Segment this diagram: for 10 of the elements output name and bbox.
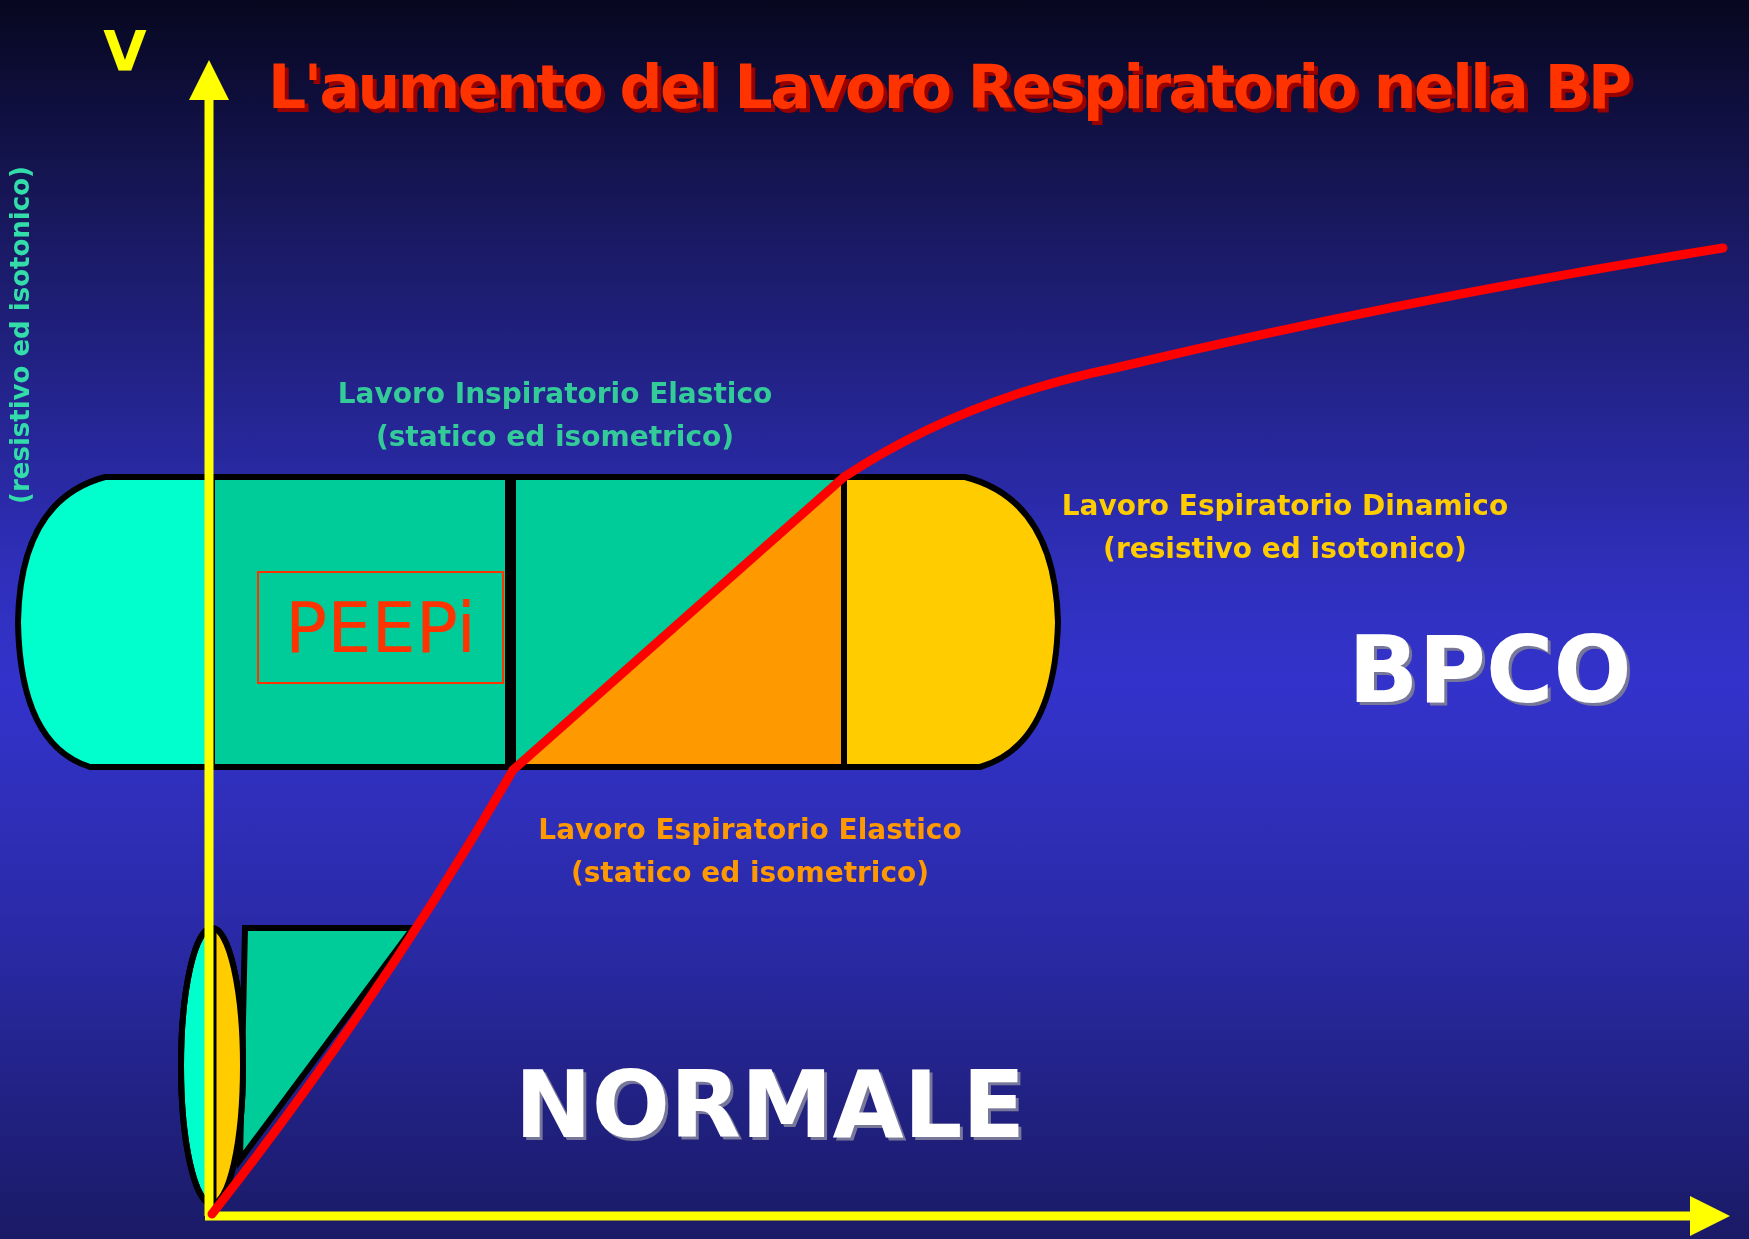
annotation-text: Lavoro Espiratorio Elastico (statico ed isometrico)	[537, 812, 963, 892]
slide-title: L'aumento del Lavoro Respiratorio nella BP	[268, 52, 1630, 122]
annotation-text: Lavoro Inspiratorio Elastico (statico ed isometrico)	[336, 376, 774, 456]
curve-label: BPCO	[1347, 616, 1633, 726]
outlined-box	[257, 571, 504, 684]
box-label: PEEPi	[285, 586, 476, 669]
curve-label: NORMALE	[513, 1051, 1027, 1161]
annotation-text: Lavoro Espiratorio Dinamico (resistivo ed isotonico)	[1060, 488, 1510, 568]
annotation-text: (resistivo ed isotonico)	[5, 165, 35, 506]
axis-label: V	[102, 17, 148, 85]
